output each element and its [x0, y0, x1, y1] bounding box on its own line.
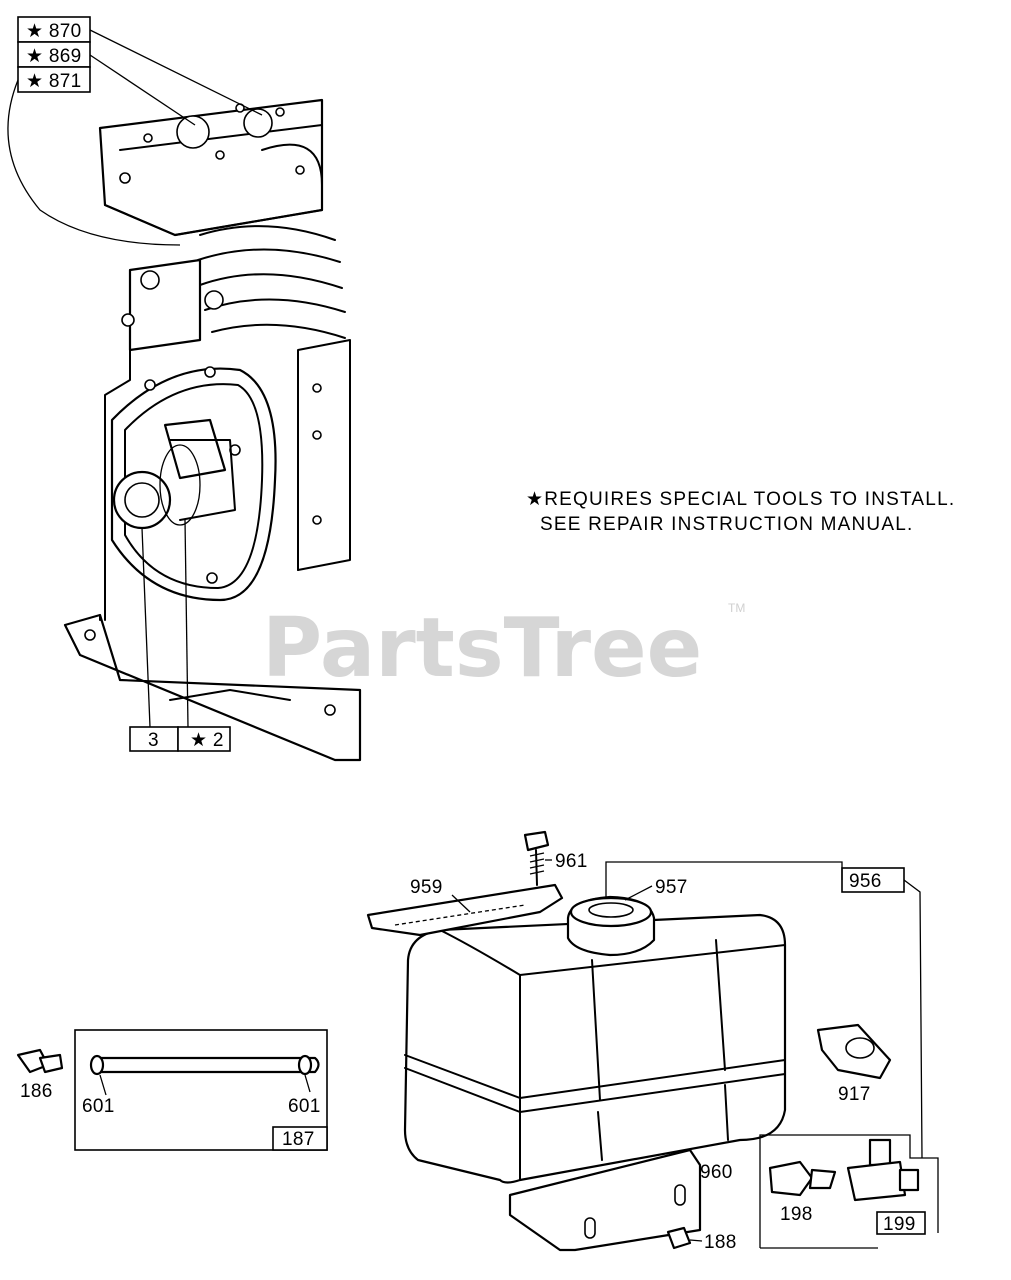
note-line-1: ★REQUIRES SPECIAL TOOLS TO INSTALL. [526, 489, 955, 510]
note-line-2: SEE REPAIR INSTRUCTION MANUAL. [540, 514, 913, 535]
fuel-tank-illustration [366, 830, 892, 1252]
callout-960-group: 960 [700, 1162, 733, 1183]
callout-box-199 [876, 1211, 926, 1235]
callout-871: ★ 871 [26, 71, 82, 92]
callout-961-group: 961 [545, 851, 588, 872]
watermark: PartsTree TM [262, 601, 745, 696]
callout-188: 188 [704, 1232, 737, 1253]
callout-871-group: ★ 871 [17, 66, 91, 93]
callout-869-group: ★ 869 [17, 41, 91, 68]
callout-186: 186 [20, 1081, 53, 1102]
engine-block-illustration [63, 98, 362, 762]
callout-188-group: 188 [689, 1232, 737, 1253]
callout-917-group: 917 [838, 1084, 871, 1105]
callout-2: ★ 2 [190, 730, 224, 751]
callout-956: 956 [849, 871, 882, 892]
callout-box-871 [17, 66, 91, 93]
callout-869: ★ 869 [26, 46, 82, 67]
callout-2-group: ★ 2 [177, 726, 231, 752]
leader-lines-top [7, 29, 263, 246]
callout-box-3 [129, 726, 179, 752]
fuel-line-group: 187 601 601 186 [16, 1029, 328, 1151]
callout-box-2 [177, 726, 231, 752]
callout-601-right: 601 [288, 1096, 321, 1117]
callout-box-870 [17, 16, 91, 43]
watermark-text: PartsTree [262, 601, 702, 696]
callout-187: 187 [282, 1129, 315, 1150]
callout-870: ★ 870 [26, 21, 82, 42]
leader-lines-bearing [141, 519, 189, 728]
callout-959-group: 959 [410, 877, 471, 913]
callout-959: 959 [410, 877, 443, 898]
fuel-valve-group: 199 198 [759, 1134, 939, 1249]
callout-3-group: 3 [129, 726, 179, 752]
callout-601-left: 601 [82, 1096, 115, 1117]
fuel-hose-icon [89, 1054, 320, 1076]
fitting-198-icon [768, 1160, 837, 1197]
callout-box-187 [272, 1126, 328, 1151]
callout-957: 957 [655, 877, 688, 898]
screw-961-icon [523, 830, 550, 886]
callout-917: 917 [838, 1084, 871, 1105]
shutoff-valve-icon [846, 1138, 920, 1202]
callout-957-group: 957 [624, 877, 688, 901]
watermark-tm: TM [728, 601, 745, 615]
callout-956-group: 956 [605, 861, 923, 1159]
callout-3: 3 [148, 730, 159, 751]
callout-199: 199 [883, 1214, 916, 1235]
callout-870-group: ★ 870 [17, 16, 91, 43]
special-tools-note: ★REQUIRES SPECIAL TOOLS TO INSTALL. SEE … [526, 489, 955, 535]
callout-198: 198 [780, 1204, 813, 1225]
fitting-186-icon [16, 1048, 64, 1074]
callout-960: 960 [700, 1162, 733, 1183]
callout-961: 961 [555, 851, 588, 872]
